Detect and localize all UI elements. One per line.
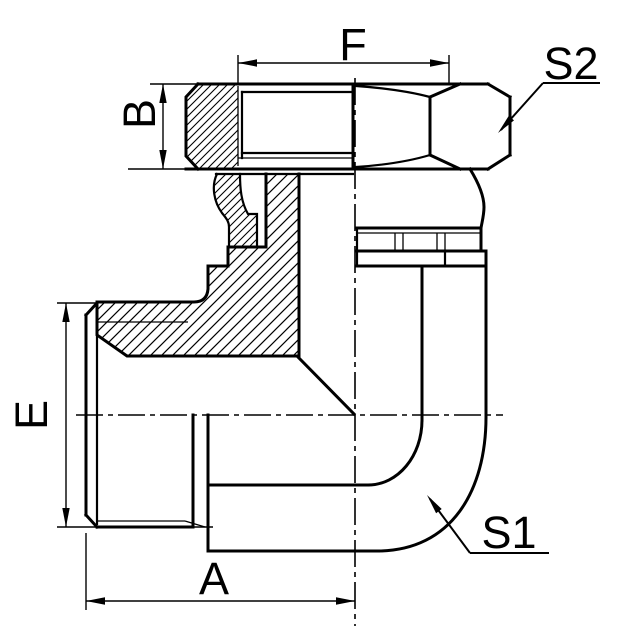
hex-near-flat-top-chamfer-arc (354, 84, 432, 99)
a-arrow-right (336, 597, 355, 605)
s2-leader-arrow (498, 115, 514, 133)
dim-label-e: E (6, 400, 57, 430)
hex-far-flat-top-left-chamfer (428, 82, 462, 99)
stud-thread-zone (355, 166, 488, 268)
hex-far-flat-bottom-left-chamfer (428, 153, 462, 171)
e-arrow-top (62, 303, 70, 322)
e-arrow-bottom (62, 508, 70, 527)
bore-transition-chamfer (295, 354, 357, 417)
sleeve-section-hatch (213, 174, 257, 247)
dim-label-b: B (114, 99, 165, 129)
callout-label-s1: S1 (481, 507, 536, 558)
nut-section-hatch (186, 84, 238, 169)
male-face-top-chamfer (83, 300, 100, 318)
swivel-skirt-curve (467, 166, 486, 230)
male-face-bottom-chamfer (83, 512, 100, 530)
callout-s1: S1 (427, 495, 549, 558)
cone-sleeve (212, 172, 355, 249)
a-arrow-left (86, 597, 105, 605)
f-arrow-left (238, 59, 257, 67)
hex-right-top-chamfer (485, 81, 513, 100)
dim-label-a: A (199, 553, 229, 604)
hex-right-bottom-chamfer (485, 152, 513, 172)
nut-left-chamfer-profile (184, 81, 201, 172)
body-section-hatch (97, 174, 299, 356)
elbow-body-section (83, 172, 357, 530)
callout-s2: S2 (498, 38, 600, 133)
b-arrow-bottom (159, 150, 167, 169)
male-thread-runout (184, 520, 206, 528)
section-hatching (97, 84, 299, 356)
male-end-external (95, 413, 210, 553)
hex-near-flat-bottom-chamfer-arc (354, 153, 432, 169)
s1-leader-arrow (427, 495, 442, 514)
dim-label-f: F (339, 19, 367, 70)
outer-bend-curve (375, 415, 488, 553)
dimension-f: F (237, 19, 450, 84)
dimension-e: E (6, 302, 213, 528)
dimension-b: B (114, 83, 198, 170)
b-arrow-top (159, 84, 167, 103)
sleeve-outline (212, 172, 259, 249)
inner-bend-curve (366, 418, 424, 487)
f-arrow-right (430, 59, 449, 67)
swivel-nut (184, 81, 513, 172)
dimension-a: A (85, 533, 355, 610)
callout-label-s2: S2 (543, 38, 598, 89)
elbow-bend-external (206, 264, 488, 553)
